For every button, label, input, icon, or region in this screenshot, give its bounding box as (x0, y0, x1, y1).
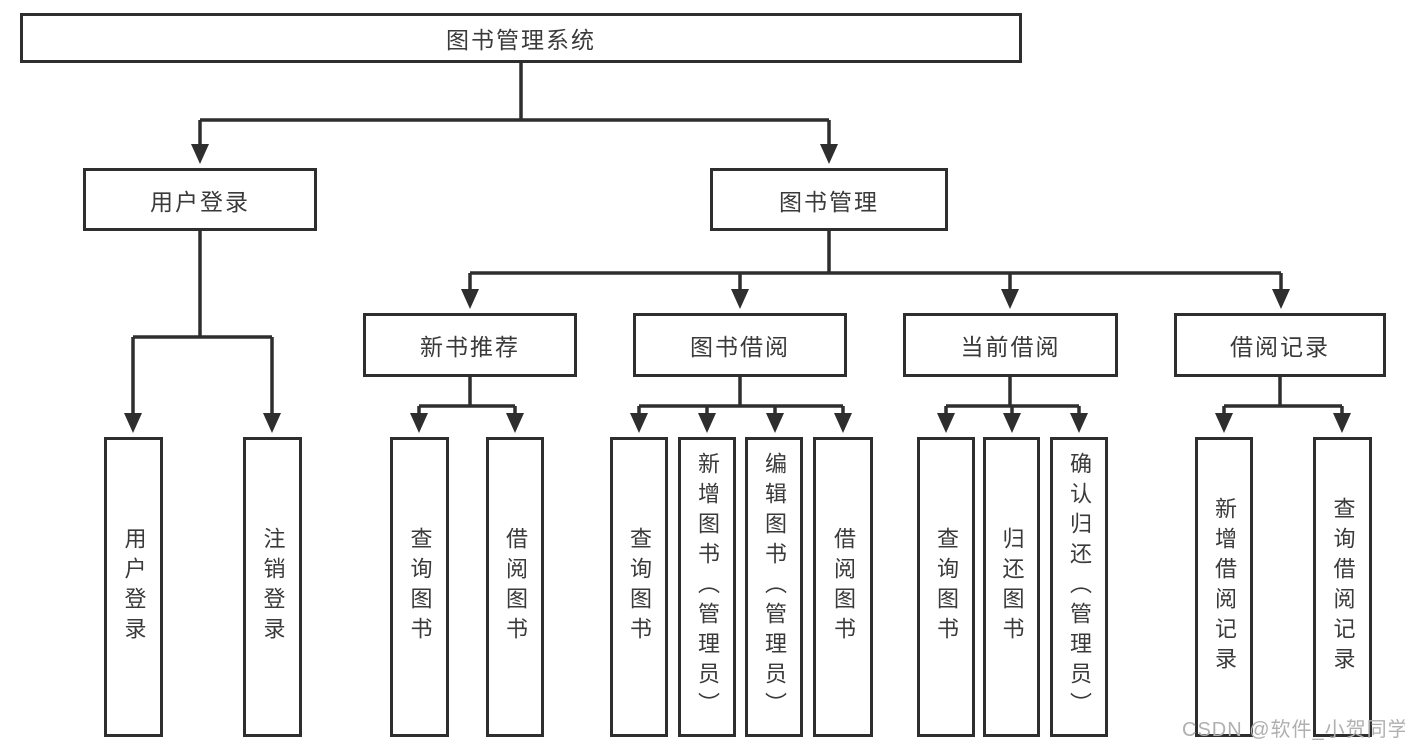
leaf-edit-book-admin: 编辑图书（管理员） (745, 437, 803, 737)
leaf-user-login-label: 用户登录 (121, 527, 147, 647)
leaf-logout-label: 注销登录 (260, 527, 286, 647)
leaf-confirm-return-admin-label: 确认归还（管理员） (1067, 452, 1092, 722)
leaf-confirm-return-admin: 确认归还（管理员） (1050, 437, 1108, 737)
leaf-edit-book-admin-label: 编辑图书（管理员） (762, 452, 787, 722)
arrowheads (124, 144, 1351, 433)
leaf-query-books-recommend: 查询图书 (390, 437, 449, 737)
node-current-borrow-label: 当前借阅 (960, 334, 1061, 360)
leaf-return-book-label: 归还图书 (999, 527, 1025, 647)
node-book-borrow-label: 图书借阅 (690, 334, 790, 360)
leaf-query-borrow-record: 查询借阅记录 (1313, 437, 1372, 737)
leaf-add-book-admin-label: 新增图书（管理员） (695, 452, 720, 722)
leaf-query-borrow-record-label: 查询借阅记录 (1330, 497, 1356, 677)
leaf-borrow-books: 借阅图书 (813, 437, 873, 737)
leaf-user-login: 用户登录 (104, 437, 163, 737)
leaf-add-borrow-record: 新增借阅记录 (1195, 437, 1253, 737)
leaf-borrow-books-recommend-label: 借阅图书 (503, 527, 528, 647)
node-current-borrow: 当前借阅 (903, 313, 1118, 377)
node-borrow-records-label: 借阅记录 (1230, 334, 1330, 360)
leaf-return-book: 归还图书 (983, 437, 1040, 737)
node-root-label: 图书管理系统 (446, 27, 596, 53)
leaf-add-borrow-record-label: 新增借阅记录 (1212, 497, 1237, 677)
leaf-query-books-recommend-label: 查询图书 (407, 527, 433, 647)
node-new-book-recommend: 新书推荐 (363, 313, 577, 377)
leaf-add-book-admin: 新增图书（管理员） (678, 437, 736, 737)
leaf-query-books-current: 查询图书 (917, 437, 975, 737)
node-book-management-label: 图书管理 (779, 188, 879, 215)
leaf-query-books-borrow-label: 查询图书 (627, 527, 652, 647)
leaf-borrow-books-label: 借阅图书 (831, 527, 856, 647)
leaf-logout: 注销登录 (243, 437, 302, 737)
watermark: CSDN @软件_小贺同学 (1182, 719, 1405, 741)
leaf-query-books-borrow: 查询图书 (610, 437, 668, 737)
node-book-borrow: 图书借阅 (633, 313, 847, 377)
leaf-borrow-books-recommend: 借阅图书 (486, 437, 544, 737)
node-borrow-records: 借阅记录 (1174, 313, 1386, 377)
node-user-login: 用户登录 (83, 168, 317, 231)
node-book-management: 图书管理 (710, 168, 948, 231)
leaf-query-books-current-label: 查询图书 (934, 527, 959, 647)
node-root: 图书管理系统 (20, 13, 1022, 63)
node-new-book-recommend-label: 新书推荐 (420, 334, 520, 360)
node-user-login-label: 用户登录 (150, 188, 250, 215)
